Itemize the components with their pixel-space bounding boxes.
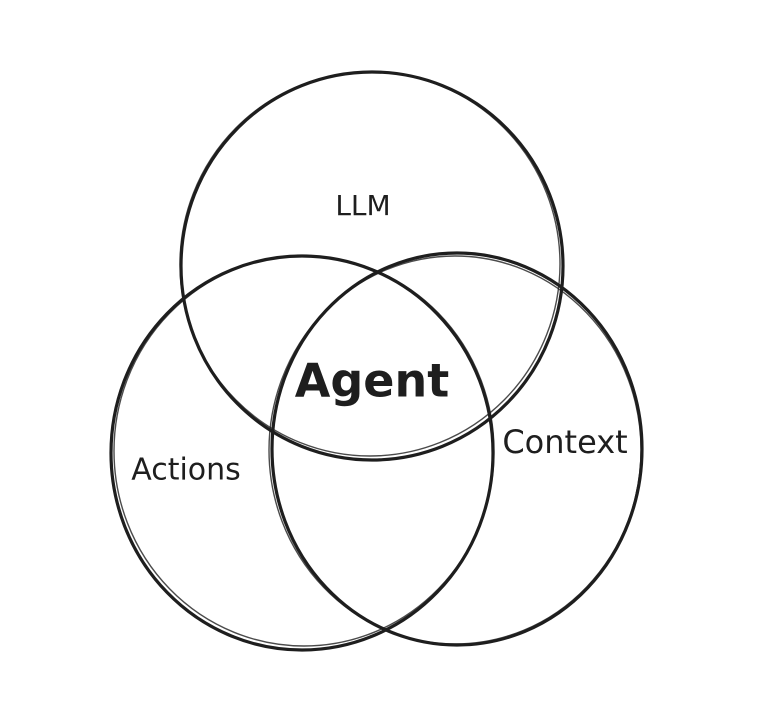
label-llm: LLM (335, 189, 390, 222)
circle-llm (179, 70, 565, 462)
label-agent: Agent (295, 354, 449, 408)
label-context: Context (502, 423, 627, 461)
circle-actions (109, 254, 495, 652)
label-actions: Actions (131, 453, 241, 488)
circle-context (268, 251, 644, 647)
